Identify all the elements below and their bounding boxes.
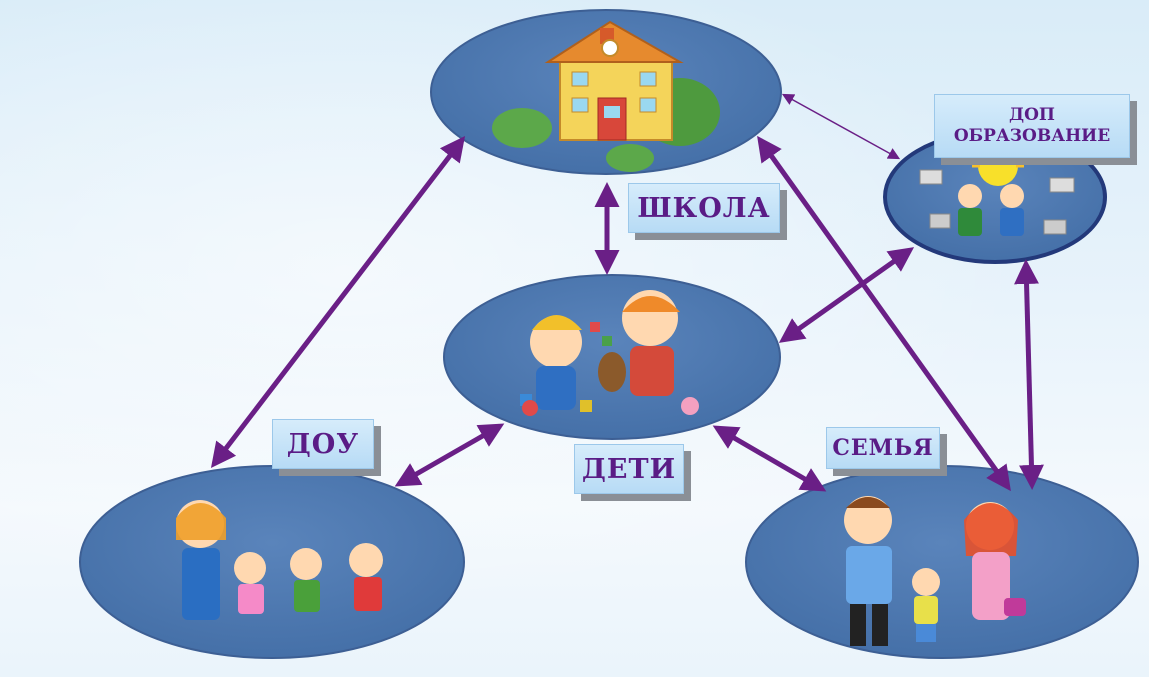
arrow-school-dou xyxy=(210,136,466,468)
dou-label: ДОУ xyxy=(272,419,374,469)
arrow-children-dou xyxy=(394,423,505,487)
dop-label: ДОП ОБРАЗОВАНИЕ xyxy=(934,94,1130,158)
family-icon xyxy=(844,496,1026,646)
arrow-children-dop xyxy=(778,247,915,343)
arrow-dop-family xyxy=(1014,259,1044,490)
school-building-icon xyxy=(492,20,720,172)
children-label: ДЕТИ xyxy=(574,444,684,494)
arrow-school-dop xyxy=(781,93,901,160)
dop-label-line1: ДОП xyxy=(1009,105,1055,125)
arrow-children-family xyxy=(712,425,827,492)
family-node xyxy=(745,465,1139,659)
dou-node xyxy=(79,465,465,659)
family-label: СЕМЬЯ xyxy=(826,427,940,469)
school-label: ШКОЛА xyxy=(628,183,780,233)
dop-label-line2: ОБРАЗОВАНИЕ xyxy=(953,126,1111,146)
kids-playing-icon xyxy=(520,290,699,416)
teacher-children-icon xyxy=(176,500,383,620)
